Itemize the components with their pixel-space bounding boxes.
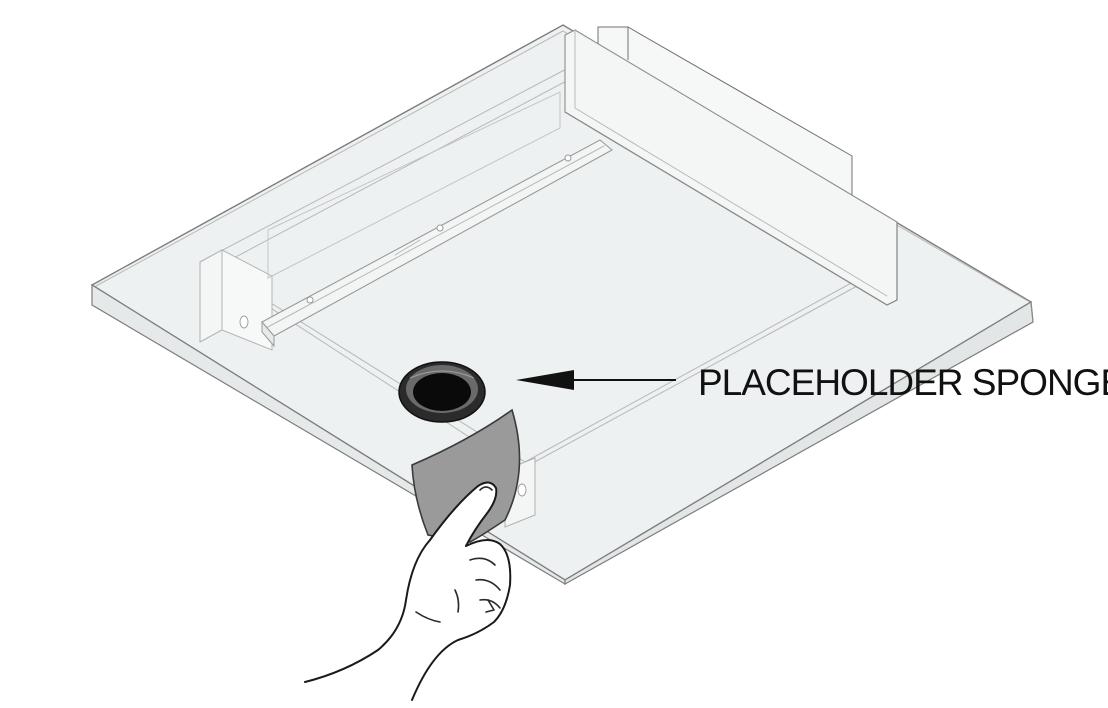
hinge-rail <box>261 139 613 348</box>
right-rail <box>564 29 898 306</box>
scraper-tool <box>411 408 521 543</box>
hand-icon <box>304 481 512 701</box>
callout-arrow <box>516 370 676 390</box>
placeholder-sponge <box>398 361 486 423</box>
callout-label: PLACEHOLDER SPONGE <box>698 362 1108 403</box>
